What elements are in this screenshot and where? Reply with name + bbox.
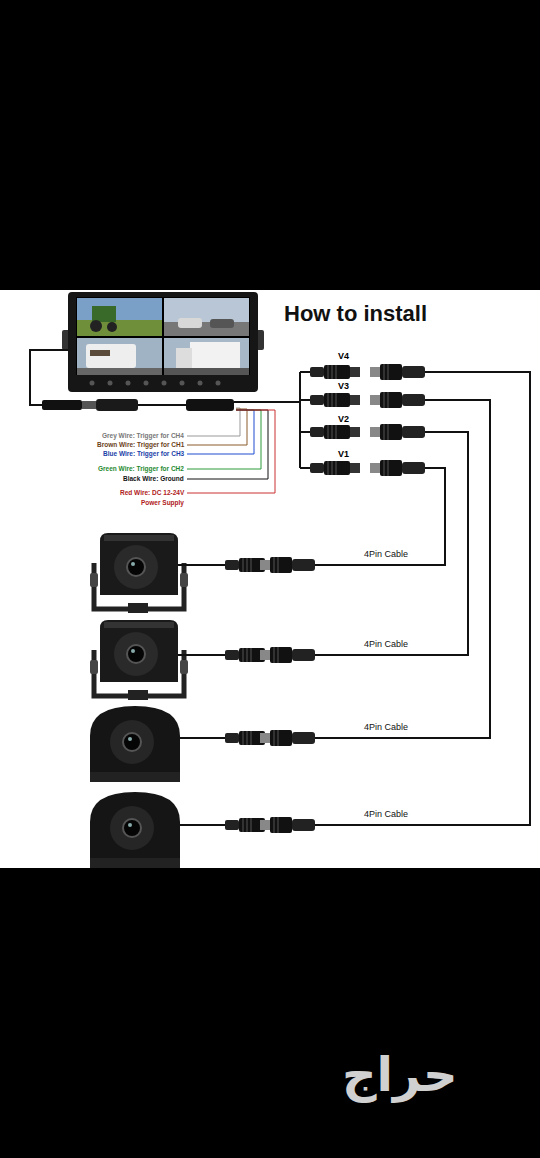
trigger-wires	[187, 408, 275, 493]
cameras	[90, 533, 315, 868]
channel-label: V4	[338, 352, 349, 362]
wire-label: Power Supply	[141, 499, 184, 506]
wire-label: Black Wire: Ground	[123, 475, 184, 482]
cable-label: 4Pin Cable	[364, 640, 408, 650]
wire-label: Brown Wire: Trigger for CH1	[97, 441, 184, 448]
cable-label: 4Pin Cable	[364, 810, 408, 820]
channel-label: V3	[338, 382, 349, 392]
wire-label: Grey Wire: Trigger for CH4	[102, 432, 184, 439]
video-connectors	[310, 364, 425, 476]
cable-label: 4Pin Cable	[364, 723, 408, 733]
wire-label: Red Wire: DC 12-24V	[120, 489, 184, 496]
title: How to install	[284, 302, 427, 326]
channel-label: V2	[338, 415, 349, 425]
cable-label: 4Pin Cable	[364, 550, 408, 560]
watermark: حراج	[342, 1048, 458, 1101]
4pin-cables	[290, 372, 530, 825]
channel-label: V1	[338, 450, 349, 460]
wire-label: Blue Wire: Trigger for CH3	[103, 450, 184, 457]
wire-label: Green Wire: Trigger for CH2	[98, 465, 184, 472]
monitor	[62, 292, 264, 392]
